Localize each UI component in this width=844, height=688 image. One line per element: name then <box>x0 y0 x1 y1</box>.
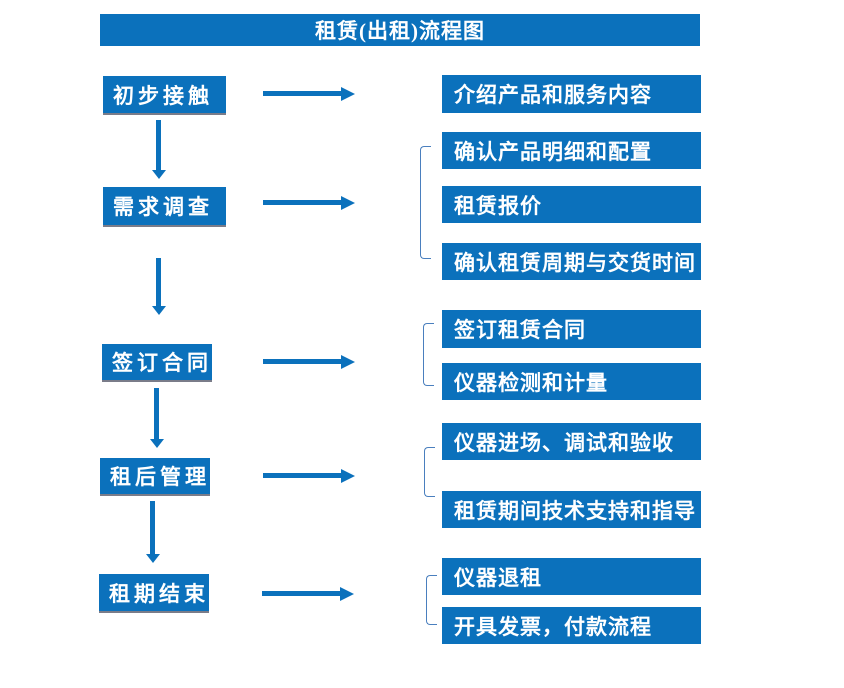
group-bracket-sign-contract <box>423 323 434 386</box>
right-arrow <box>263 359 341 364</box>
title-bar: 租赁(出租)流程图 <box>100 14 700 46</box>
detail-box-instrument-return: 仪器退租 <box>442 558 701 595</box>
detail-box-technical-support: 租赁期间技术支持和指导 <box>442 491 701 528</box>
detail-box-invoice-payment: 开具发票，付款流程 <box>442 607 701 644</box>
group-bracket-demand-survey <box>420 146 431 259</box>
step-box-sign-contract: 签订合同 <box>102 344 212 380</box>
detail-box-rental-quotation: 租赁报价 <box>442 186 701 223</box>
right-arrow <box>263 91 341 96</box>
detail-box-confirm-rental-period: 确认租赁周期与交货时间 <box>442 243 701 280</box>
right-arrow <box>262 591 340 596</box>
down-arrow <box>150 501 155 554</box>
flowchart-title: 租赁(出租)流程图 <box>315 19 485 43</box>
step-box-rental-end: 租期结束 <box>99 574 209 611</box>
right-arrow <box>263 473 341 478</box>
detail-box-instrument-inspection: 仪器检测和计量 <box>442 363 701 400</box>
right-arrow <box>263 200 341 205</box>
group-bracket-post-rental <box>424 447 435 497</box>
step-box-demand-survey: 需求调查 <box>103 187 226 225</box>
group-bracket-rental-end <box>426 575 437 625</box>
step-box-post-rental-management: 租后管理 <box>100 458 210 494</box>
down-arrow <box>156 120 161 170</box>
detail-box-instrument-entry: 仪器进场、调试和验收 <box>442 423 701 460</box>
step-box-initial-contact: 初步接触 <box>103 76 226 113</box>
down-arrow <box>154 388 159 439</box>
detail-box-introduce-products: 介绍产品和服务内容 <box>442 75 701 113</box>
detail-box-sign-rental-contract: 签订租赁合同 <box>442 310 701 348</box>
down-arrow <box>156 258 161 306</box>
detail-box-confirm-product-details: 确认产品明细和配置 <box>442 132 701 169</box>
